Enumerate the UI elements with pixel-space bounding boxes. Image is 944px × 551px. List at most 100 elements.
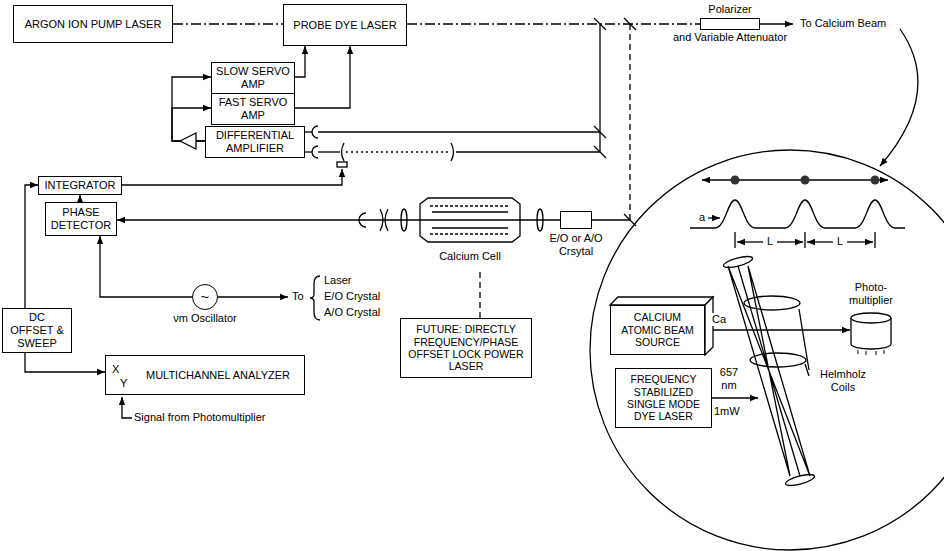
detector-box: PHASE DETECTOR bbox=[45, 202, 117, 236]
laser-box: ARGON ION PUMP LASER bbox=[13, 5, 173, 43]
calcium-cell bbox=[420, 198, 520, 242]
dimension-tick bbox=[735, 232, 875, 248]
wire bbox=[122, 397, 132, 418]
helmholtz-coil bbox=[744, 296, 800, 310]
annotation: Helmholz Coils bbox=[812, 368, 874, 394]
photomultiplier-window bbox=[851, 313, 891, 323]
atom-dot bbox=[801, 176, 810, 185]
leader-line bbox=[799, 309, 809, 376]
servo-amp-box: SLOW SERVO AMP bbox=[211, 62, 295, 94]
node-text: DIFFERENTIAL AMPLIFIER bbox=[209, 129, 301, 155]
connector bbox=[173, 23, 283, 24]
wire bbox=[305, 151, 312, 152]
annotation: Laser bbox=[324, 274, 352, 287]
helmholtz-coil bbox=[750, 353, 806, 367]
atom-dot bbox=[871, 176, 880, 185]
edge-label: Ca bbox=[711, 313, 727, 326]
node-text: Photo- multiplier bbox=[840, 281, 902, 307]
node-text: INTEGRATOR bbox=[44, 179, 115, 192]
integrator-box: INTEGRATOR bbox=[38, 176, 122, 195]
connector bbox=[25, 353, 105, 372]
beam-arrow bbox=[712, 397, 758, 398]
annotation: To Calcium Beam bbox=[800, 17, 886, 30]
connector bbox=[295, 46, 305, 77]
source-face bbox=[705, 297, 713, 355]
beam-path bbox=[318, 131, 600, 132]
cell-tube bbox=[432, 212, 508, 228]
lens-symbol bbox=[380, 209, 388, 231]
detail-circle bbox=[590, 150, 944, 550]
node-text: and Variable Attenuator bbox=[673, 31, 787, 44]
node-text: PROBE DYE LASER bbox=[293, 19, 396, 32]
crystal-box: E/O or A/O Crsytal bbox=[560, 211, 592, 229]
brace bbox=[310, 276, 320, 320]
photodiode-symbol bbox=[359, 213, 366, 227]
node-text: Y bbox=[120, 377, 127, 390]
future-laser-box: FUTURE: DIRECTLY FREQUENCY/PHASE OFFSET … bbox=[400, 318, 532, 378]
dimension-arrow bbox=[807, 241, 833, 242]
node-text: PHASE DETECTOR bbox=[49, 206, 113, 232]
annotation: a bbox=[699, 211, 705, 224]
dimension-arrow bbox=[737, 241, 763, 242]
cavity-mirror bbox=[342, 143, 345, 161]
amplifier-symbol bbox=[180, 133, 196, 149]
connector bbox=[117, 219, 560, 220]
dimension-arrow bbox=[708, 217, 720, 218]
beam-path bbox=[592, 219, 630, 220]
lens-symbol bbox=[401, 209, 407, 231]
source-face bbox=[610, 297, 713, 305]
atom-dot bbox=[731, 176, 740, 185]
analyzer-box: MULTICHANNEL ANALYZERXY bbox=[105, 355, 305, 395]
optics-drawing bbox=[122, 18, 944, 550]
annotation: E/O Crystal bbox=[324, 290, 380, 303]
pzt-element bbox=[337, 162, 347, 167]
callout-arrow bbox=[880, 29, 918, 166]
dimension-arrow bbox=[777, 241, 803, 242]
connector bbox=[295, 46, 350, 108]
lens-symbol bbox=[537, 209, 543, 231]
beam-path bbox=[629, 24, 630, 220]
wire bbox=[122, 169, 342, 185]
node-text: FREQUENCY STABILIZED SINGLE MODE DYE LAS… bbox=[619, 373, 708, 423]
servo-amp-box: FAST SERVO AMP bbox=[211, 93, 295, 125]
connector bbox=[407, 23, 700, 24]
amplifier-box: DIFFERENTIAL AMPLIFIER bbox=[205, 126, 305, 158]
laser-beams bbox=[728, 266, 810, 476]
node-text: MULTICHANNEL ANALYZER bbox=[120, 369, 290, 382]
photomultiplier: Photo- multiplier bbox=[850, 312, 892, 350]
beam-path bbox=[318, 151, 340, 152]
fringe-profile bbox=[690, 200, 905, 228]
connector bbox=[705, 329, 850, 330]
node-text: FAST SERVO AMP bbox=[215, 96, 291, 122]
oscillator-circle: ~νm Oscillator bbox=[192, 284, 218, 310]
cavity-beam bbox=[346, 151, 451, 152]
annotation: L bbox=[837, 235, 843, 248]
photomultiplier-pins bbox=[858, 350, 884, 355]
node-text: CALCIUM ATOMIC BEAM SOURCE bbox=[614, 311, 701, 348]
connector bbox=[79, 195, 80, 202]
connector bbox=[25, 185, 38, 308]
annotation: Signal from Photomultiplier bbox=[134, 411, 265, 424]
annotation: To bbox=[292, 290, 304, 303]
node-text: SLOW SERVO AMP bbox=[215, 65, 291, 91]
annotation: 657 nm bbox=[714, 366, 744, 392]
laser-box: PROBE DYE LASER bbox=[283, 4, 407, 46]
future-beam bbox=[479, 268, 480, 318]
connector bbox=[100, 236, 192, 297]
annotation: L bbox=[767, 235, 773, 248]
sweep-box: DC OFFSET & SWEEP bbox=[2, 308, 72, 353]
atomic-source-box: CALCIUM ATOMIC BEAM SOURCE bbox=[610, 305, 705, 355]
node-text: νm Oscillator bbox=[173, 312, 237, 325]
photodiode-symbol bbox=[312, 126, 318, 138]
polarizer-box: Polarizerand Variable Attenuator bbox=[700, 18, 760, 30]
wire bbox=[218, 296, 288, 297]
cell-heater bbox=[430, 206, 510, 234]
laser-box: FREQUENCY STABILIZED SINGLE MODE DYE LAS… bbox=[615, 368, 712, 428]
node-text: ARGON ION PUMP LASER bbox=[25, 18, 162, 31]
photomultiplier-symbol bbox=[850, 312, 892, 350]
annotation: A/O Crystal bbox=[324, 306, 380, 319]
